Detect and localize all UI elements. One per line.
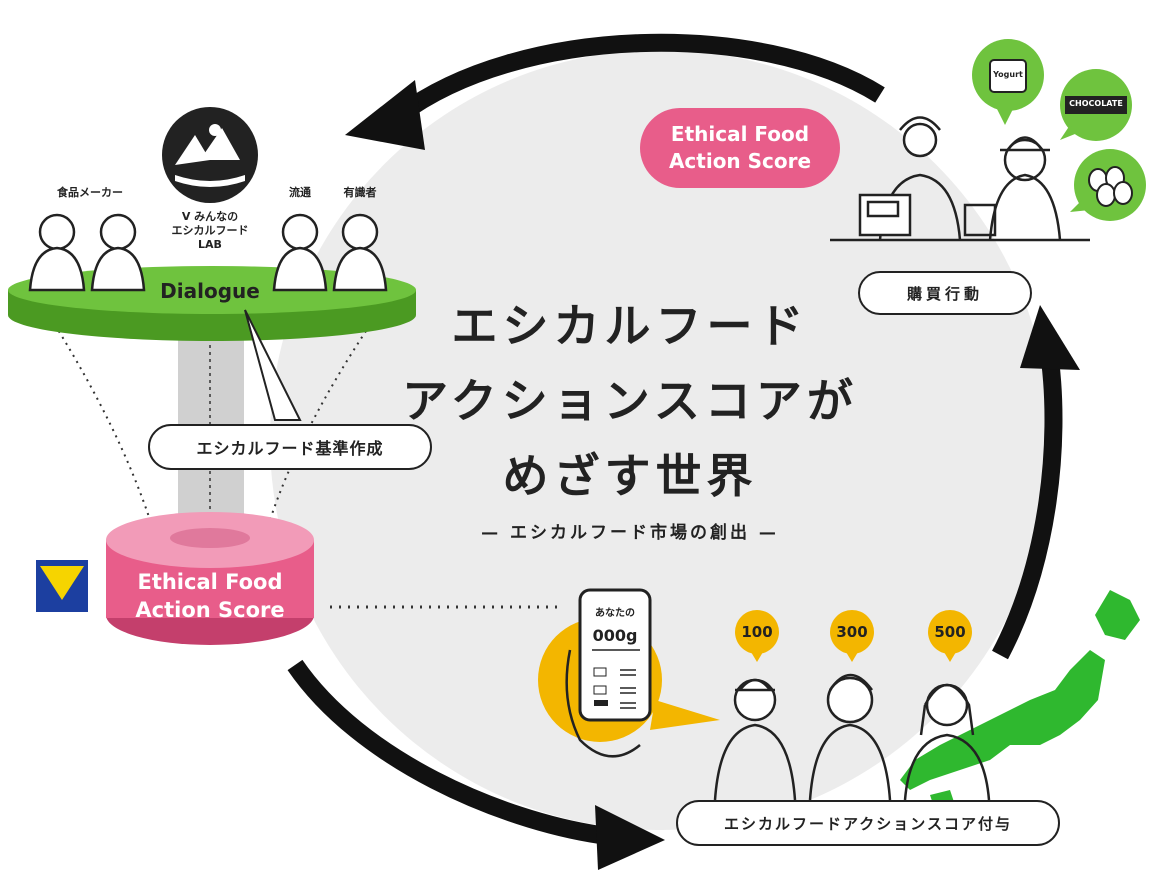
label-food-maker: 食品メーカー [57, 186, 123, 199]
criteria-label: エシカルフード基準作成 [148, 424, 432, 470]
label-lab: V みんなの エシカルフード LAB [171, 210, 249, 251]
main-title-line-3: めざす世界 [502, 449, 758, 503]
label-distribution: 流通 [289, 186, 311, 199]
point-badge-500: 500 [928, 610, 972, 662]
score-line-1: Ethical Food [137, 570, 283, 594]
point-badge-100: 100 [735, 610, 779, 662]
purchase-label: 購買行動 [858, 271, 1032, 315]
arrow-top [394, 33, 885, 123]
arrow-top-head [345, 80, 425, 150]
score-badge-top: Ethical Food Action Score [640, 108, 840, 188]
consumer-figures [713, 673, 991, 801]
badge-line-2: Action Score [668, 149, 812, 173]
arrow-bottom-head [595, 805, 665, 870]
chocolate-label: CHOCOLATE [1069, 99, 1123, 108]
stakeholder-figures [28, 213, 388, 292]
point-badge-300: 300 [830, 610, 874, 662]
grant-label: エシカルフードアクションスコア付与 [676, 800, 1060, 846]
badge-line-1: Ethical Food [670, 122, 810, 146]
arrow-right [992, 358, 1063, 660]
phone-header: あなたの [595, 608, 635, 619]
arrow-right-head [1020, 305, 1080, 370]
main-subtitle: — エシカルフード市場の創出 — [481, 523, 779, 543]
label-experts: 有識者 [343, 186, 377, 199]
dialogue-label: Dialogue [160, 279, 260, 303]
arrow-bottom [287, 659, 602, 844]
yogurt-label: Yogurt [993, 70, 1023, 79]
score-line-2: Action Score [135, 598, 285, 622]
main-title-line-1: エシカルフード [451, 299, 809, 353]
score-box-text: Ethical Food Action Score [106, 568, 314, 624]
main-title-line-2: アクションスコアが [402, 374, 858, 428]
japan-map [900, 590, 1140, 810]
shop-scene [830, 116, 1090, 242]
phone-value: 000g [592, 626, 638, 645]
